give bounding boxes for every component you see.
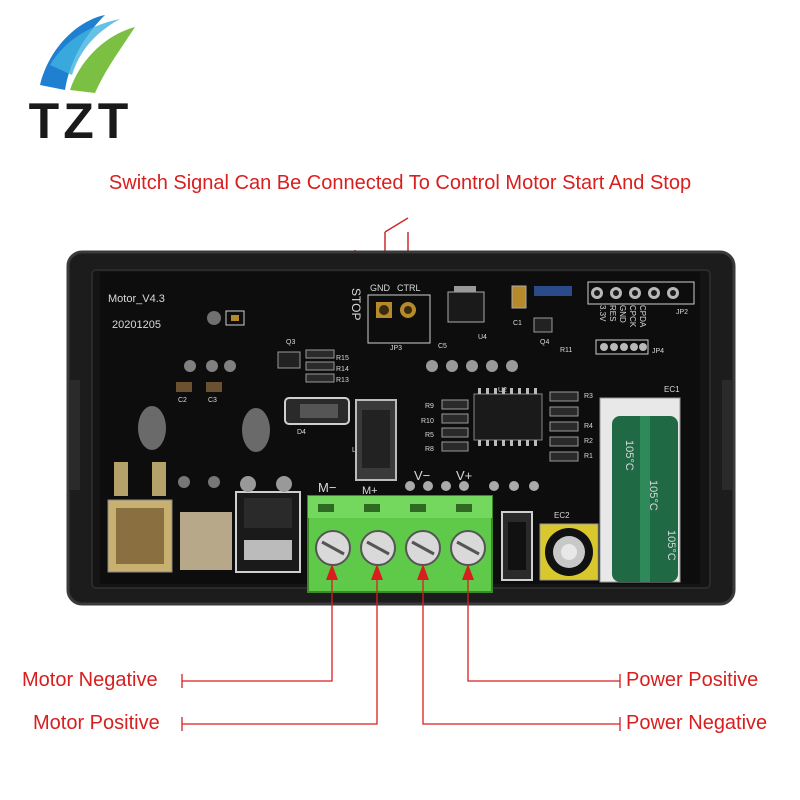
pcb-r2: R2 bbox=[584, 438, 593, 445]
bottom-left-components bbox=[107, 406, 301, 573]
arrow-power-negative bbox=[417, 564, 429, 580]
leader-power-positive bbox=[467, 578, 620, 682]
case-side-right bbox=[722, 380, 732, 490]
leader-motor-negative bbox=[182, 578, 333, 682]
pcb-stop: STOP bbox=[349, 288, 363, 320]
pcb-model: Motor_V4.3 bbox=[108, 293, 165, 305]
logo-text: TZT bbox=[28, 93, 133, 149]
u2-pins bbox=[478, 388, 537, 446]
jp2-pin-label: CPDA bbox=[638, 305, 647, 328]
pcb-c1: C1 bbox=[513, 320, 522, 327]
ec2-capacitor bbox=[539, 523, 599, 581]
jp2-header bbox=[587, 281, 695, 305]
tzt-logo bbox=[40, 15, 135, 93]
pcb-r9: R9 bbox=[425, 403, 434, 410]
leader-lines bbox=[181, 578, 621, 731]
logo-swoosh-green bbox=[70, 27, 135, 93]
pcb-q3: Q3 bbox=[286, 339, 295, 346]
leader-power-negative bbox=[422, 578, 620, 725]
q4-transistor bbox=[533, 317, 553, 333]
jp2-pin-labels: CPDA CPCK GND RES 3.3V bbox=[598, 305, 647, 328]
pcb-r10: R10 bbox=[421, 418, 434, 425]
pcb-terminal-v-minus: V− bbox=[414, 468, 430, 483]
headline-caption: Switch Signal Can Be Connected To Contro… bbox=[108, 172, 692, 194]
arrow-motor-positive bbox=[371, 564, 383, 580]
jp3-connector bbox=[367, 294, 431, 344]
pcb-ec1: EC1 bbox=[664, 385, 680, 394]
pcb-r4: R4 bbox=[584, 423, 593, 430]
pcb-r1: R1 bbox=[584, 453, 593, 460]
pcb-q4: Q4 bbox=[540, 339, 549, 346]
pcb-c5: C5 bbox=[438, 343, 447, 350]
u4-regulator bbox=[447, 291, 485, 323]
pcb-c2: C2 bbox=[178, 397, 187, 404]
jp2-pin-label: RES bbox=[608, 305, 617, 321]
pcb-r8: R8 bbox=[425, 446, 434, 453]
label-motor-positive: Motor Positive bbox=[33, 712, 160, 734]
pcb-terminal-m-minus: M− bbox=[318, 480, 336, 495]
leader-motor-positive bbox=[182, 578, 378, 725]
arrow-heads bbox=[326, 564, 474, 580]
jp2-pin-label: GND bbox=[618, 305, 627, 323]
r13-r15-resistors bbox=[305, 349, 335, 383]
arrow-motor-negative bbox=[326, 564, 338, 580]
logo-swoosh-cyan bbox=[50, 19, 120, 75]
top-left-components bbox=[176, 310, 245, 392]
pcb-r14: R14 bbox=[336, 366, 349, 373]
arrow-power-positive bbox=[462, 564, 474, 580]
r5-r10-resistors bbox=[441, 399, 469, 452]
pcb-jp4: JP4 bbox=[652, 348, 664, 355]
pcb-r5: R5 bbox=[425, 432, 434, 439]
pcb-jp3: JP3 bbox=[390, 345, 402, 352]
label-motor-negative: Motor Negative bbox=[22, 669, 158, 691]
pcb-ctrl: CTRL bbox=[397, 283, 421, 293]
ec1-temp-label: 105°C bbox=[623, 440, 635, 471]
pcb-gnd: GND bbox=[370, 283, 391, 293]
ec1-temp-label: 105°C bbox=[665, 530, 677, 561]
c1-capacitor bbox=[511, 285, 527, 309]
ec1-capacitor: 105°C 105°C 105°C bbox=[599, 397, 681, 583]
pcb-jp2: JP2 bbox=[676, 309, 688, 316]
jp2-pin-label: CPCK bbox=[628, 305, 637, 328]
jp2-pin-label: 3.3V bbox=[598, 305, 607, 322]
ec1-temp-label: 105°C bbox=[647, 480, 659, 511]
u2-chip bbox=[473, 393, 543, 441]
pcb-d4: D4 bbox=[297, 429, 306, 436]
q3-transistor bbox=[277, 351, 301, 369]
jp4-header bbox=[595, 339, 649, 355]
pcb-c3: C3 bbox=[208, 397, 217, 404]
pcb-r15: R15 bbox=[336, 355, 349, 362]
pcb-terminal-v-plus: V+ bbox=[456, 468, 472, 483]
label-power-negative: Power Negative bbox=[626, 712, 768, 734]
jp3-pin-gnd bbox=[379, 305, 389, 315]
header-pin-row bbox=[426, 360, 518, 372]
case-side-left bbox=[70, 380, 80, 490]
r1-r4-resistors bbox=[549, 391, 579, 462]
pcb-r13: R13 bbox=[336, 377, 349, 384]
jp3-pin-ctrl bbox=[404, 306, 412, 314]
pcb-r3: R3 bbox=[584, 393, 593, 400]
terminal-pin-row bbox=[405, 481, 539, 491]
pcb-date: 20201205 bbox=[112, 319, 161, 331]
pcb-u4: U4 bbox=[478, 334, 487, 341]
pcb-ec2: EC2 bbox=[554, 511, 570, 520]
label-power-positive: Power Positive bbox=[626, 669, 759, 691]
pcb-terminal-m-plus: M+ bbox=[362, 485, 378, 497]
d-led bbox=[534, 286, 572, 296]
pcb-r11: R11 bbox=[560, 347, 572, 354]
